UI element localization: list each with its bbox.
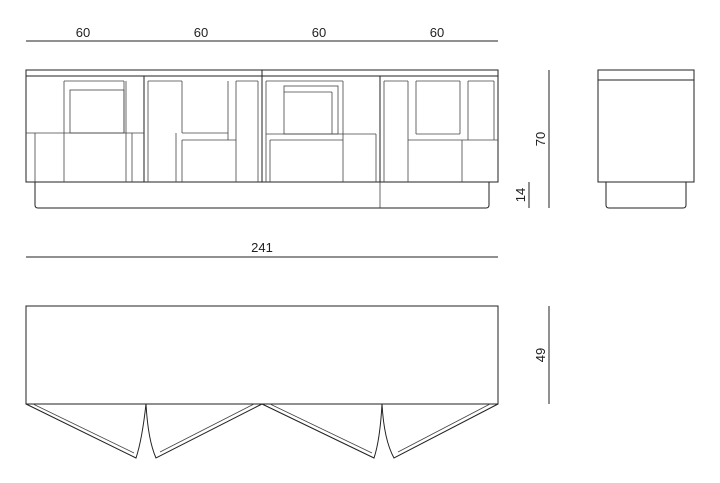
front-module-1 <box>26 76 145 182</box>
front-plinth <box>34 182 490 209</box>
side-body-outline <box>597 69 695 183</box>
front-module-4 <box>383 80 498 182</box>
module-width-label-3: 60 <box>312 25 326 40</box>
front-view <box>25 69 499 209</box>
module-width-label-1: 60 <box>76 25 90 40</box>
total-width-label: 241 <box>251 240 273 255</box>
side-plinth <box>605 182 687 209</box>
depth-label: 49 <box>533 348 548 362</box>
plan-body-outline <box>25 305 499 405</box>
front-module-3 <box>265 76 381 182</box>
height-label: 70 <box>533 132 548 146</box>
total-width-dimension: 241 <box>26 240 498 258</box>
top-dimensions: 60 60 60 60 <box>26 25 498 42</box>
height-dimensions: 70 14 <box>513 70 550 208</box>
side-view <box>597 69 695 209</box>
base-height-label: 14 <box>513 188 528 202</box>
plan-door-swings <box>25 403 499 459</box>
depth-dimension: 49 <box>533 306 550 404</box>
front-module-2 <box>147 76 263 182</box>
module-width-label-4: 60 <box>430 25 444 40</box>
module-width-label-2: 60 <box>194 25 208 40</box>
plan-view <box>25 305 499 459</box>
